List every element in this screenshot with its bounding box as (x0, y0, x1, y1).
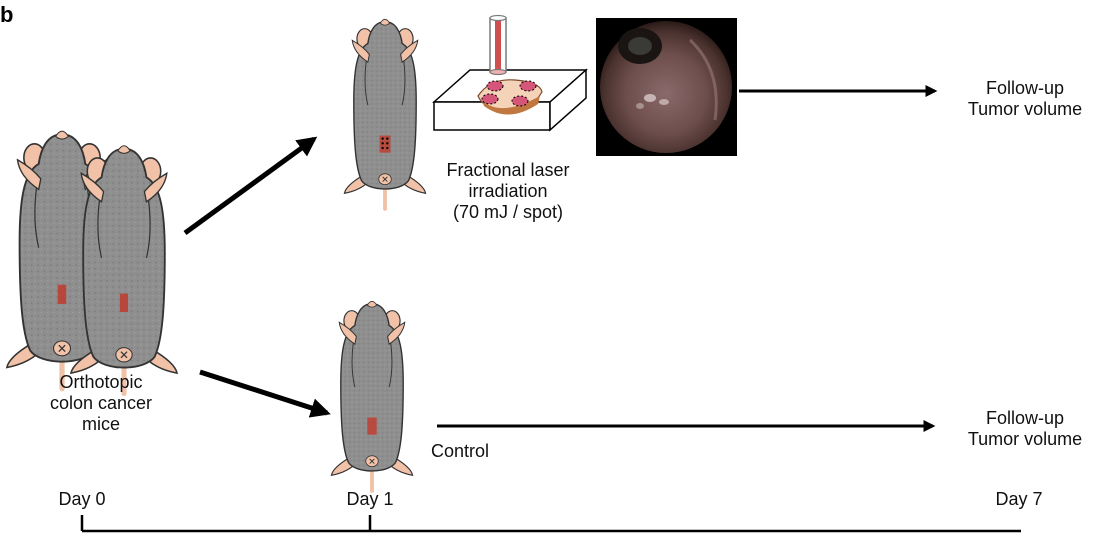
timeline-label-day1: Day 1 (346, 489, 394, 509)
timeline-label-day0: Day 0 (58, 489, 106, 509)
label-start-line-2: colon cancer (49, 393, 153, 413)
mouse-day0-back-icon (7, 131, 117, 389)
label-followup-top-line-2: Tumor volume (967, 99, 1083, 119)
panel-letter: b (0, 2, 13, 27)
arrow-to-control-group (199, 369, 331, 418)
label-start-line-1: Orthotopic (59, 372, 143, 392)
label-followup-bottom-line-2: Tumor volume (967, 429, 1083, 449)
laser-irradiation-icon (432, 14, 588, 132)
label-followup-top: Follow-up Tumor volume (950, 78, 1100, 120)
label-laser-line-2: irradiation (468, 181, 548, 201)
label-followup-bottom: Follow-up Tumor volume (950, 408, 1100, 450)
endoscopy-image (596, 18, 737, 156)
label-laser-line-3: (70 mJ / spot) (452, 202, 564, 222)
label-control: Control (431, 441, 490, 461)
mouse-laser-group-icon (342, 17, 428, 211)
label-followup-top-line-1: Follow-up (985, 78, 1065, 98)
arrow-to-laser-group (183, 136, 318, 236)
label-start-line-3: mice (81, 414, 120, 434)
timeline (80, 515, 1021, 533)
label-start-group: Orthotopic colon cancer mice (37, 372, 165, 435)
timeline-label-day7: Day 7 (995, 489, 1043, 509)
label-laser-group: Fractional laser irradiation (70 mJ / sp… (418, 160, 598, 223)
mouse-control-group-icon (329, 299, 415, 493)
tumor-laser-spots-icon (379, 135, 391, 153)
label-followup-bottom-line-1: Follow-up (985, 408, 1065, 428)
mouse-day0-front-icon (71, 146, 177, 394)
label-laser-line-1: Fractional laser (446, 160, 570, 180)
